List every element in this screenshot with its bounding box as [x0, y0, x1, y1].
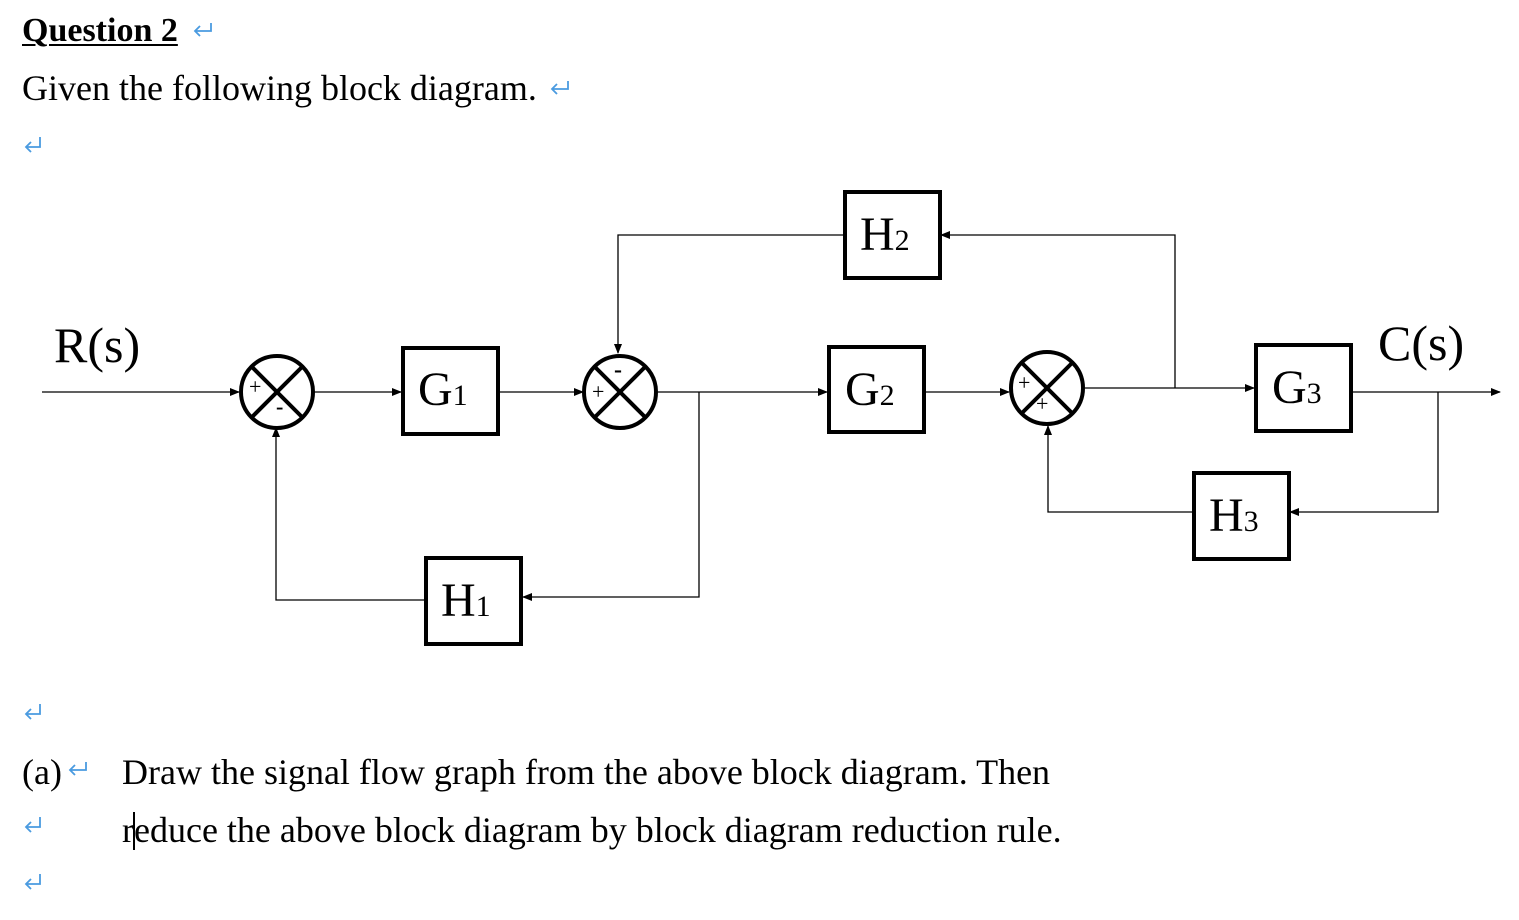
text-cursor — [133, 812, 135, 850]
intro-text: Given the following block diagram. — [22, 68, 537, 108]
output-label: C(s) — [1378, 315, 1465, 371]
question-label: (a) — [22, 752, 62, 792]
junction1-top-sign: + — [249, 374, 262, 399]
block-h1-label: H1 — [441, 574, 491, 627]
block-g2 — [827, 345, 926, 434]
block-h2-label: H2 — [860, 208, 910, 261]
question-heading: Question 2 — [22, 12, 178, 49]
junction2-left-sign: + — [592, 379, 605, 404]
junction1-bottom-sign: - — [276, 394, 284, 419]
input-label: R(s) — [54, 317, 141, 373]
return-arrow-icon — [22, 135, 44, 155]
block-g1-label: G1 — [418, 363, 468, 416]
block-h1 — [424, 556, 523, 646]
return-arrow-icon — [22, 702, 44, 722]
block-diagram — [42, 190, 1501, 646]
question-text-line2: reduce the above block diagram by block … — [122, 810, 1062, 850]
block-g1 — [401, 346, 500, 436]
return-arrow-icon — [22, 872, 44, 892]
junction3-left-sign: + — [1018, 370, 1031, 395]
return-arrow-icon — [192, 21, 214, 39]
block-g3-label: G3 — [1272, 361, 1322, 414]
return-arrow-icon — [549, 79, 571, 97]
return-arrow-icon — [67, 760, 89, 778]
block-g2-label: G2 — [845, 363, 895, 416]
junction3-bottom-sign: + — [1036, 391, 1049, 416]
block-h3 — [1192, 471, 1291, 561]
block-g3 — [1254, 343, 1353, 433]
block-h2 — [843, 190, 942, 280]
return-arrow-icon — [22, 815, 44, 835]
question-text-line1: Draw the signal flow graph from the abov… — [122, 752, 1051, 792]
junction2-top-sign: - — [614, 357, 622, 383]
block-h3-label: H3 — [1209, 489, 1259, 542]
